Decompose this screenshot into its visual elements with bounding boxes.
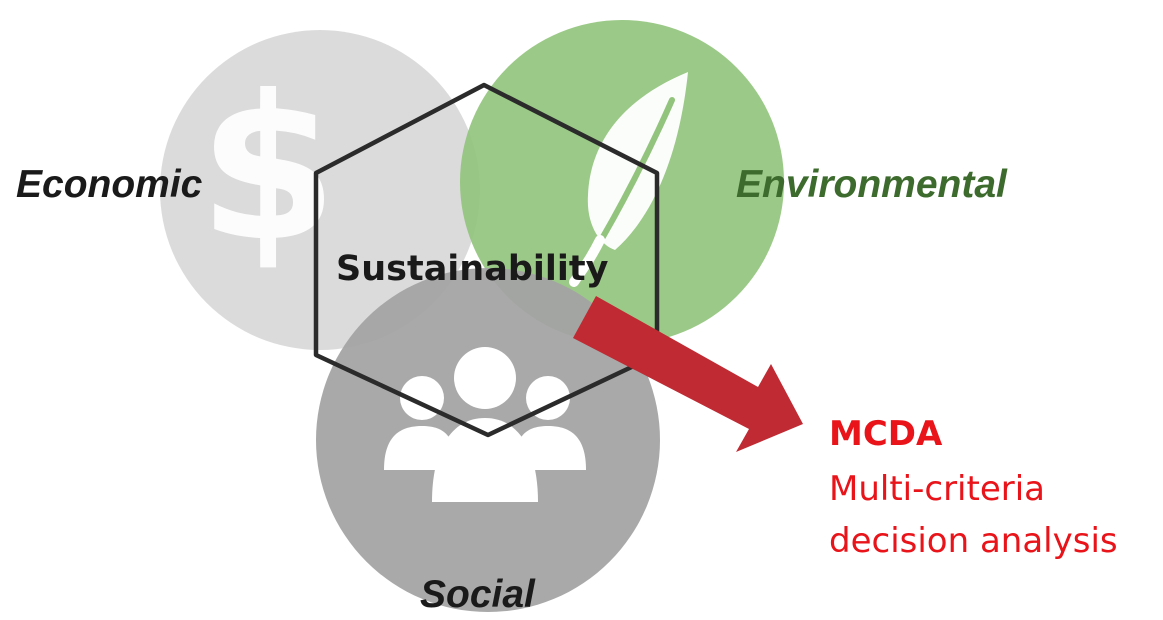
economic-circle (160, 30, 480, 350)
social-label: Social (420, 573, 536, 616)
sustainability-hexagon (313, 82, 660, 438)
mcda-description: Multi-criteria decision analysis (829, 463, 1159, 567)
environmental-label: Environmental (736, 163, 1008, 206)
economic-label: Economic (16, 163, 203, 206)
sustainability-label: Sustainability (336, 249, 609, 289)
mcda-title: MCDA (829, 414, 943, 454)
mcda-description-line1: Multi-criteria (829, 469, 1046, 509)
mcda-arrow (573, 296, 803, 452)
mcda-description-line2: decision analysis (829, 521, 1118, 561)
